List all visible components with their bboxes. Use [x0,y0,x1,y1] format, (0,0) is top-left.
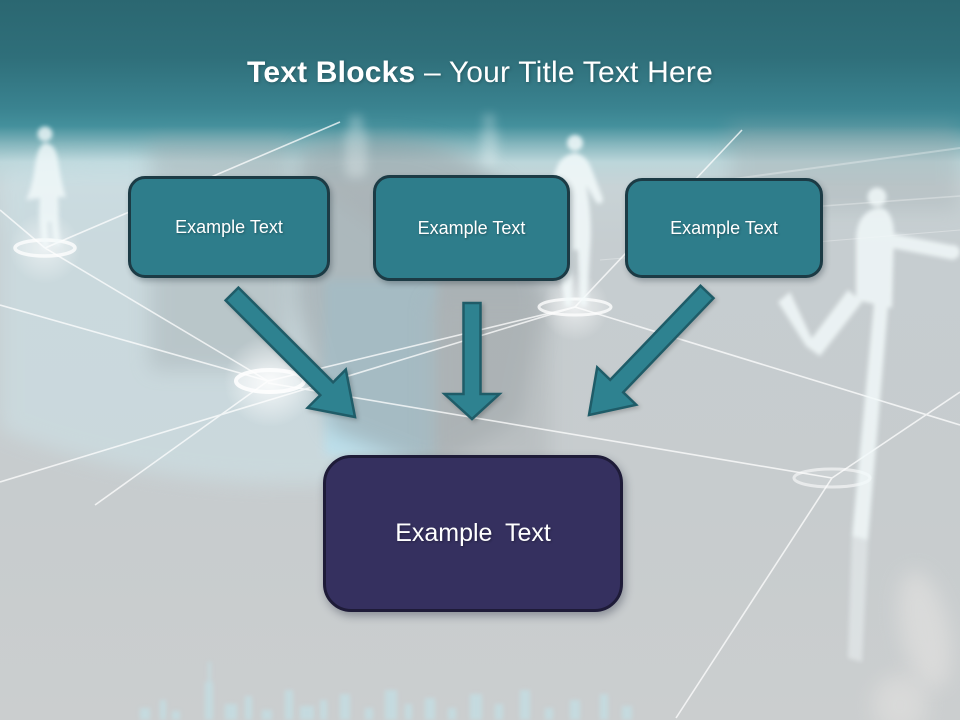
slide-title-bold: Text Blocks [247,56,416,89]
text-block-3: Example Text [625,178,823,278]
slide-title: Text Blocks – Your Title Text Here [0,54,960,92]
text-block-1: Example Text [128,176,330,278]
silhouette-faint-figures [345,114,498,178]
text-block-destination-label: Example Text [395,519,551,547]
text-block-2: Example Text [373,175,570,281]
text-block-2-label: Example Text [417,217,526,238]
text-block-destination: Example Text [323,455,623,612]
pale-hand [872,571,952,720]
blue-shirt-patch [325,280,437,455]
arrow-down-right-icon [223,285,357,419]
silhouette-woman-left [26,126,66,247]
text-block-1-label: Example Text [175,216,283,237]
arrow-down-icon [441,301,503,421]
arrow-down-left-icon [587,284,716,417]
gray-figure-blob [430,300,550,470]
text-block-3-label: Example Text [670,217,778,238]
slide-title-regular: – Your Title Text Here [423,56,713,89]
skyline [140,662,632,720]
